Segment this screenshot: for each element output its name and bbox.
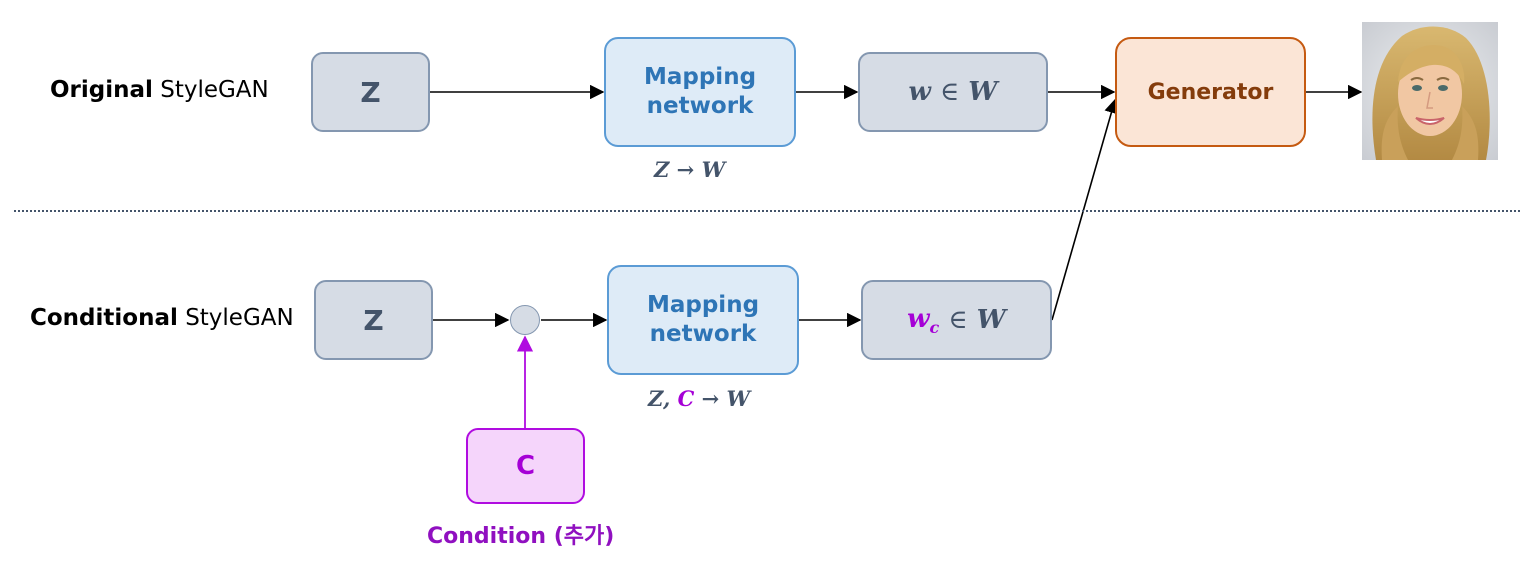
condition-box: C xyxy=(466,428,585,504)
z-box-bottom-label: Z xyxy=(363,303,384,337)
mapping-caption-bottom: Z, C → W xyxy=(648,386,750,411)
row-label-original-rest: StyleGAN xyxy=(160,77,269,103)
generator-box: Generator xyxy=(1115,37,1306,147)
z-box-top-label: Z xyxy=(360,75,381,109)
row-label-conditional-rest: StyleGAN xyxy=(185,305,294,331)
caption-bottom-z: Z xyxy=(648,386,663,411)
caption-bottom-w: W xyxy=(726,386,751,411)
generator-label: Generator xyxy=(1147,79,1274,105)
mapping-network-box-top: Mapping network xyxy=(604,37,796,147)
row-label-conditional-bold: Conditional xyxy=(30,305,178,331)
mapping-top-line2: network xyxy=(646,93,754,119)
mapping-bottom-line2: network xyxy=(649,321,757,347)
combine-node xyxy=(510,305,540,335)
caption-bottom-c: C xyxy=(677,386,695,411)
mapping-caption-top: Z → W xyxy=(654,157,725,182)
row-label-original-bold: Original xyxy=(50,77,153,103)
w-box-top: w ∈ W xyxy=(858,52,1048,132)
caption-z: Z xyxy=(654,157,670,182)
row-divider xyxy=(14,210,1520,212)
mapping-bottom-line1: Mapping xyxy=(646,292,760,318)
wc-box: wc ∈ W xyxy=(861,280,1052,360)
row-label-conditional: Conditional StyleGAN xyxy=(30,305,294,331)
wc-w: w xyxy=(907,303,930,334)
wc-symbol: wc xyxy=(907,304,939,337)
caption-arrow: → xyxy=(676,157,695,182)
row-label-original: Original StyleGAN xyxy=(50,77,269,103)
mapping-top-line1: Mapping xyxy=(643,64,757,90)
condition-box-label: C xyxy=(515,451,536,481)
element-of-symbol: ∈ xyxy=(939,77,960,107)
condition-label: Condition (추가) xyxy=(427,524,615,549)
w-symbol: w xyxy=(908,77,931,107)
generated-face-image xyxy=(1362,22,1498,160)
caption-w: W xyxy=(701,157,726,182)
wc-subscript: c xyxy=(929,317,940,337)
z-box-bottom: Z xyxy=(314,280,433,360)
element-of-symbol-bottom: ∈ xyxy=(948,305,968,335)
caption-bottom-arrow: → xyxy=(701,386,720,411)
z-box-top: Z xyxy=(311,52,430,132)
mapping-network-box-bottom: Mapping network xyxy=(607,265,799,375)
w-space-symbol-bottom: W xyxy=(976,305,1006,335)
w-space-symbol: W xyxy=(968,77,998,107)
caption-bottom-comma: , xyxy=(662,386,671,411)
